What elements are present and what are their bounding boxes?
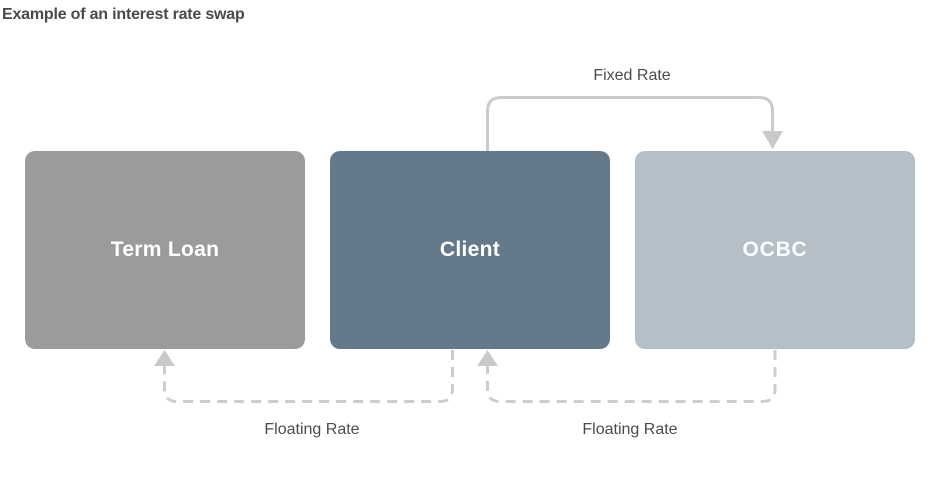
client-box: Client [330, 151, 610, 349]
client-box-label: Client [439, 238, 501, 261]
term-loan-box-label: Term Loan [110, 238, 220, 261]
ocbc-box-label: OCBC [742, 238, 808, 261]
floating-rate-right-label: Floating Rate [582, 421, 678, 438]
floating-rate-left-label: Floating Rate [264, 421, 360, 438]
fixed-rate-label: Fixed Rate [593, 67, 671, 84]
floating-rate-right-arrow [477, 350, 777, 403]
floating-rate-right-line [486, 350, 777, 403]
floating-rate-left-arrowhead-icon [154, 350, 175, 366]
fixed-rate-arrowhead-icon [762, 131, 783, 149]
floating-rate-left-arrow [154, 350, 454, 403]
floating-rate-left-line [163, 350, 454, 403]
fixed-rate-line [486, 96, 774, 151]
ocbc-box: OCBC [635, 151, 915, 349]
fixed-rate-arrow [486, 96, 783, 151]
page-title: Example of an interest rate swap [2, 6, 245, 23]
floating-rate-right-arrowhead-icon [477, 350, 498, 366]
term-loan-box: Term Loan [25, 151, 305, 349]
